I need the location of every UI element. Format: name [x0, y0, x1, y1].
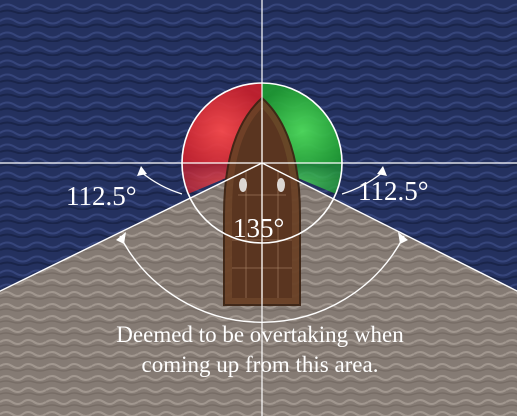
starboard-cleat-icon: [277, 178, 285, 192]
starboard-arc-arrow-icon: [377, 166, 387, 176]
caption-line-2: coming up from this area.: [141, 352, 379, 377]
light-range-circle: [181, 82, 343, 244]
starboard-limit-line: [261, 162, 517, 292]
caption-line-1: Deemed to be overtaking when: [116, 322, 404, 347]
stern-arc-left-arrow-icon: [116, 232, 126, 244]
left-angle-label: 112.5°: [66, 181, 137, 211]
stern-angle-label: 135°: [233, 213, 284, 243]
port-cleat-icon: [239, 178, 247, 192]
port-limit-line: [0, 162, 263, 292]
arrow-heads: [116, 166, 408, 244]
port-arc-arrow-icon: [137, 166, 147, 176]
stern-arc-right-arrow-icon: [398, 232, 408, 244]
right-angle-label: 112.5°: [358, 176, 429, 206]
stern-arc: [119, 235, 405, 323]
